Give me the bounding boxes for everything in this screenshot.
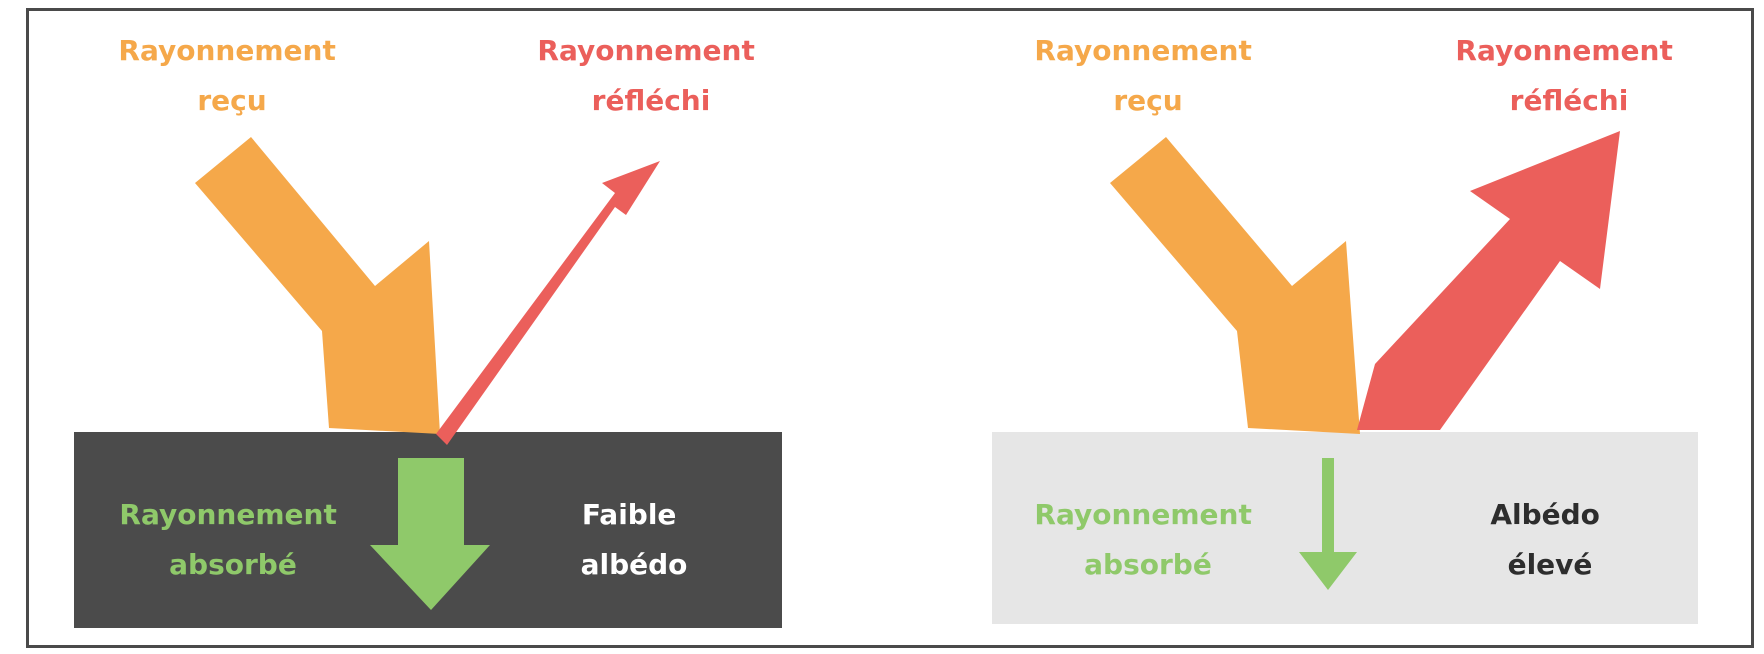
panel-high-albedo: Rayonnement reçu Rayonnement réfléchi Ra… <box>992 34 1698 624</box>
reflected-label: Rayonnement réfléchi <box>1455 34 1682 117</box>
received-arrow <box>195 137 440 434</box>
received-label: Rayonnement reçu <box>118 34 345 117</box>
absorbed-label: Rayonnement absorbé <box>119 498 346 581</box>
absorbed-arrow <box>370 458 490 610</box>
albedo-label: Faible albédo <box>581 498 688 581</box>
absorbed-arrow <box>1299 458 1357 590</box>
panel-low-albedo: Rayonnement reçu Rayonnement réfléchi Ra… <box>74 34 782 628</box>
reflected-arrow <box>1357 131 1620 430</box>
received-arrow <box>1110 137 1360 434</box>
reflected-label: Rayonnement réfléchi <box>537 34 764 117</box>
received-label: Rayonnement reçu <box>1034 34 1261 117</box>
reflected-arrow <box>436 161 660 445</box>
absorbed-label: Rayonnement absorbé <box>1034 498 1261 581</box>
albedo-label: Albédo élevé <box>1490 498 1609 581</box>
light-surface <box>992 432 1698 624</box>
